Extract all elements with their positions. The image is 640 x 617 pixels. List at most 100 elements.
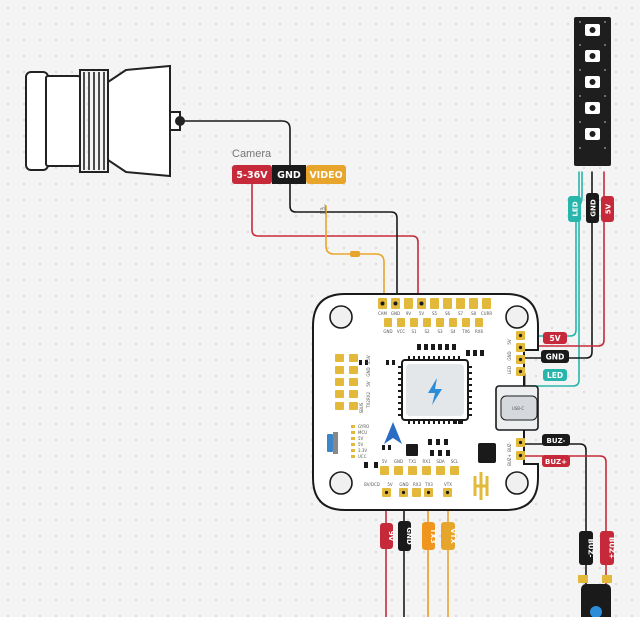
- boot-button[interactable]: [327, 434, 333, 452]
- camera-pin-gnd: [272, 165, 306, 184]
- pad-label: CURR: [481, 311, 493, 316]
- tag-buz-minus: [542, 434, 570, 446]
- tag-gnd: [398, 521, 411, 551]
- camera-lens-cap: [25, 71, 49, 171]
- pad-label: 5V: [419, 311, 425, 316]
- led-wire-label: 5V: [605, 203, 613, 214]
- wire-tag-label: VTX: [449, 528, 457, 544]
- pad-label: SBUS: [359, 402, 364, 413]
- pad-label: GND: [366, 367, 371, 376]
- tag-9v: [380, 523, 393, 549]
- pad-label: TX3: [424, 482, 433, 487]
- camera-pin-label: 5-36V: [236, 170, 268, 181]
- wire-led-data: [524, 171, 580, 387]
- led-strip-body: [574, 17, 611, 166]
- buzzer-wire-label: BUZ+: [608, 537, 616, 559]
- led-wire-label: GND: [590, 199, 598, 217]
- camera-title: Camera: [232, 148, 272, 160]
- status-led-label: GYRO: [358, 424, 369, 429]
- tag-label: BUZ+: [545, 458, 567, 466]
- wires: [184, 120, 607, 617]
- pad-label: BV/DCD: [364, 482, 380, 487]
- tag-label: 5V: [549, 334, 560, 343]
- tag-buz-plus: [542, 455, 570, 467]
- mount-hole: [329, 305, 353, 329]
- wire-tag-label: GND: [405, 527, 413, 545]
- pad-label: S8: [471, 311, 477, 316]
- pad-label: BUZ-: [507, 442, 512, 452]
- camera-pin-label: GND: [277, 170, 301, 181]
- direction-arrow-icon: [384, 422, 402, 444]
- wire-led-gnd: [524, 171, 593, 359]
- tag-5v: [543, 332, 567, 344]
- status-led-label: 5V: [358, 436, 364, 441]
- tag-label: BUZ-: [547, 437, 566, 445]
- camera-pin-label: VIDEO: [309, 170, 342, 181]
- pad-label: S1: [411, 329, 417, 334]
- status-led-label: MCU: [358, 430, 367, 435]
- pad-label: GND: [391, 311, 400, 316]
- camera-body: [107, 64, 171, 178]
- camera-connector: [175, 116, 185, 126]
- pad-label: GND: [399, 482, 408, 487]
- status-led-label: 5V: [358, 442, 364, 447]
- hand-cursor-icon: ☝: [319, 203, 327, 218]
- led-wire-tag: [568, 196, 581, 222]
- wire-cam-gnd: [289, 183, 398, 305]
- pad-label: VCC: [397, 329, 406, 334]
- pad-label: TX2: [366, 400, 371, 409]
- pad-label: GND: [383, 329, 392, 334]
- pad-label: S5: [432, 311, 438, 316]
- pad-label: 4.5V: [366, 355, 371, 364]
- pad-label: GND: [507, 351, 512, 360]
- pad-label: 5V: [387, 482, 393, 487]
- tag-tx3: [422, 522, 435, 550]
- buzzer-body: [581, 584, 611, 617]
- mount-hole: [329, 471, 353, 495]
- pad-label: TX6: [461, 329, 470, 334]
- camera-pin-video: [306, 165, 346, 184]
- tag-gnd: [541, 350, 569, 363]
- pad-label: S7: [458, 311, 464, 316]
- right-tags: 5V GND LED BUZ- BUZ+: [541, 332, 570, 467]
- tag-label: LED: [547, 371, 563, 380]
- pad-label: S3: [437, 329, 443, 334]
- flight-controller: CAM GND 9V 5V S5 S6 S7 S8 CURR GND VCC S…: [312, 293, 539, 511]
- led-wire-tag: [586, 193, 599, 223]
- led-wire-label: LED: [572, 201, 580, 216]
- pad-label: S2: [424, 329, 430, 334]
- pad-label: CAM: [378, 311, 388, 316]
- camera-pin-header: 5-36V GND VIDEO: [232, 165, 346, 184]
- wire-cam-power: [251, 183, 419, 305]
- mount-hole: [505, 471, 529, 495]
- pad-label: RX6: [475, 329, 484, 334]
- wire-camera-cable: [184, 120, 291, 166]
- tag-vtx: [441, 522, 455, 550]
- small-chip: [478, 443, 496, 463]
- pad-label: S4: [450, 329, 456, 334]
- usb-label: USB-C: [512, 406, 525, 411]
- buzzer-wire-label: BUZ-: [587, 539, 595, 558]
- mount-hole: [505, 305, 529, 329]
- wire-buz-plus: [524, 455, 607, 586]
- tag-label: GND: [546, 353, 565, 362]
- wire-buz-minus: [524, 443, 587, 586]
- video-inline-connector: [350, 251, 360, 257]
- wire-led-data-a: [524, 171, 583, 337]
- tag-led: [543, 369, 567, 381]
- small-chip: [406, 444, 418, 456]
- camera: [25, 64, 185, 178]
- pad-label: SCL: [451, 459, 459, 464]
- bottom-wire-tags: 9V GND TX3 VTX: [380, 521, 457, 551]
- buzzer-indicator: [590, 606, 602, 617]
- pad-label: S6: [445, 311, 451, 316]
- led-strip: LED GND 5V: [568, 17, 614, 223]
- pad-label: SDA: [436, 459, 445, 464]
- pad-label: 5V: [507, 339, 512, 345]
- antenna-trace: [473, 472, 489, 500]
- pad-label: TX1: [408, 459, 417, 464]
- pad-label: VTX: [444, 482, 452, 487]
- pad-label: 5V: [382, 459, 388, 464]
- status-led-label: 3.3V: [358, 448, 367, 453]
